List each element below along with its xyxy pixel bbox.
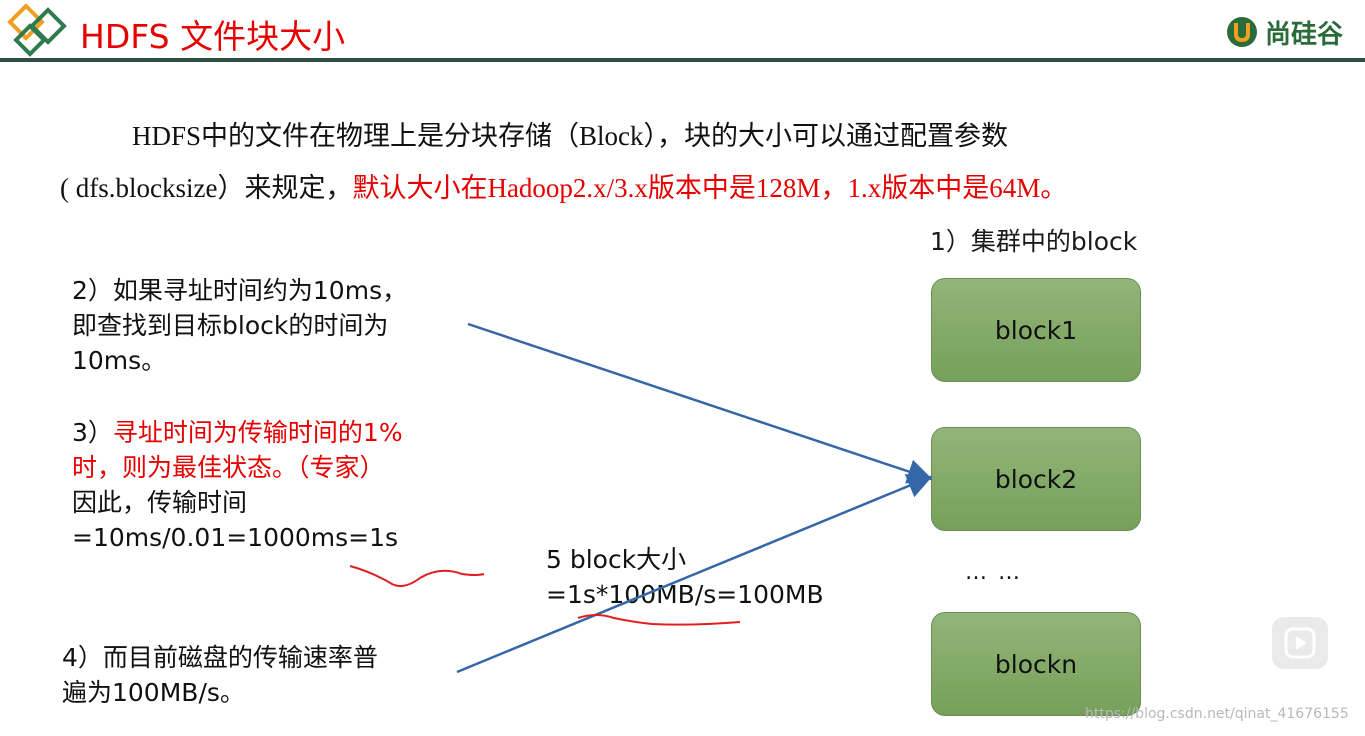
- note-line: =10ms/0.01=1000ms=1s: [72, 523, 399, 552]
- intro-paragraph: HDFS中的文件在物理上是分块存储（Block），块的大小可以通过配置参数 ( …: [60, 110, 1330, 214]
- brand: 尚硅谷: [1225, 12, 1343, 52]
- note-seek-time: 2）如果寻址时间约为10ms， 即查找到目标block的时间为 10ms。: [72, 273, 472, 378]
- page-title: HDFS 文件块大小: [80, 17, 346, 56]
- watermark: https://blog.csdn.net/qinat_41676155: [1085, 706, 1349, 722]
- note-highlight: 时，则为最佳状态。（专家）: [72, 453, 385, 482]
- diamond-logo-icon: [7, 4, 67, 57]
- note-line: 4）而目前磁盘的传输速率普: [62, 643, 378, 672]
- brand-name: 尚硅谷: [1264, 19, 1343, 50]
- note-prefix: 3）: [72, 418, 113, 447]
- note-line: 因此，传输时间: [72, 488, 248, 517]
- note-best-state: 3）寻址时间为传输时间的1% 时，则为最佳状态。（专家） 因此，传输时间 =10…: [72, 415, 492, 555]
- handwritten-underline: [349, 565, 485, 587]
- note-line: 遍为100MB/s。: [62, 678, 245, 707]
- note-block-size: 5 block大小 =1s*100MB/s=100MB: [546, 542, 866, 612]
- intro-line-2-plain: ( dfs.blocksize）来规定，: [60, 173, 353, 203]
- cluster-heading: 1）集群中的block: [930, 227, 1138, 256]
- block-box-n: blockn: [931, 612, 1141, 716]
- header: HDFS 文件块大小 尚硅谷: [0, 0, 1365, 62]
- intro-line-2-highlight: 默认大小在Hadoop2.x/3.x版本中是128M，1.x版本中是64M。: [352, 173, 1068, 203]
- u-brand-icon: [1226, 17, 1257, 47]
- intro-line-2: ( dfs.blocksize）来规定，默认大小在Hadoop2.x/3.x版本…: [60, 162, 1330, 214]
- play-button[interactable]: [1272, 617, 1328, 669]
- note-line: 3）寻址时间为传输时间的1%: [72, 415, 492, 450]
- intro-line-1: HDFS中的文件在物理上是分块存储（Block），块的大小可以通过配置参数: [132, 121, 1009, 151]
- block-ellipsis: … …: [965, 560, 1022, 585]
- handwritten-underline: [577, 614, 741, 626]
- header-divider: [0, 58, 1365, 62]
- block-box-2: block2: [931, 427, 1141, 531]
- arrow-seek-to-block: [467, 322, 933, 484]
- play-icon: [1284, 627, 1316, 659]
- note-disk-rate: 4）而目前磁盘的传输速率普 遍为100MB/s。: [62, 640, 462, 710]
- block-box-1: block1: [931, 278, 1141, 382]
- note-line: 即查找到目标block的时间为: [72, 311, 389, 340]
- note-highlight: 寻址时间为传输时间的1%: [112, 418, 403, 447]
- note-line: 5 block大小: [546, 545, 687, 574]
- note-line: =1s*100MB/s=100MB: [546, 580, 824, 609]
- note-line: 10ms。: [72, 346, 167, 375]
- note-line: 2）如果寻址时间约为10ms，: [72, 276, 408, 305]
